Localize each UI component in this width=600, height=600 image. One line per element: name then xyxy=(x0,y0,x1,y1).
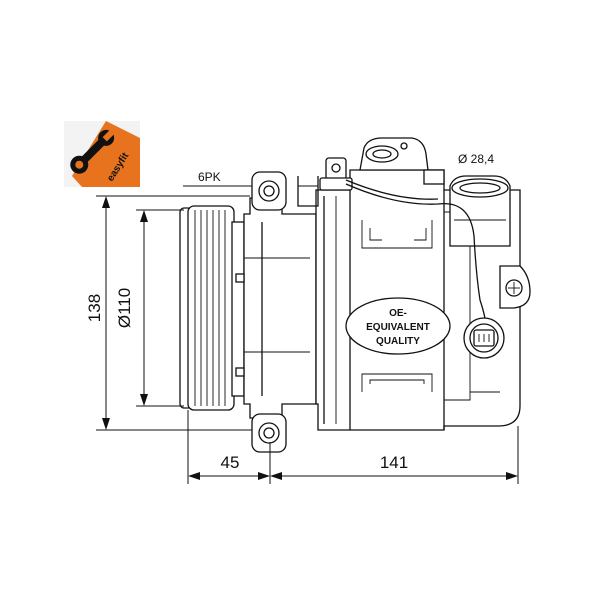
pressure-sensor xyxy=(463,317,505,359)
pulley-diameter-dimension xyxy=(136,209,184,407)
oe-quality-badge: OE- EQUIVALENT QUALITY xyxy=(345,297,451,355)
pulley-diameter-label: Ø110 xyxy=(115,288,134,328)
logo-orange-shape xyxy=(72,121,140,187)
pulley xyxy=(179,205,245,411)
wire-harness xyxy=(345,179,487,329)
port-diameter-callout: Ø 28,4 xyxy=(458,152,494,166)
easyfit-logo: easyfit xyxy=(64,121,140,187)
side-bracket xyxy=(499,265,531,309)
belt-callout: 6PK xyxy=(198,170,221,184)
electrical-connector xyxy=(297,157,353,207)
horizontal-dimensions xyxy=(187,410,519,484)
height-dimension xyxy=(96,195,252,431)
badge-line-1: OE- xyxy=(389,308,407,319)
badge-line-2: EQUIVALENT xyxy=(366,322,430,333)
wrench-icon xyxy=(70,129,115,174)
rear-port xyxy=(449,175,511,247)
mounting-ear-bottom xyxy=(251,413,287,453)
height-dimension-label: 138 xyxy=(85,294,104,322)
body-length-label: 141 xyxy=(380,453,408,472)
front-housing xyxy=(235,197,317,419)
pulley-offset-label: 45 xyxy=(221,453,240,472)
badge-line-3: QUALITY xyxy=(376,336,420,347)
mounting-ear-top xyxy=(251,171,287,211)
top-service-port xyxy=(359,137,445,185)
